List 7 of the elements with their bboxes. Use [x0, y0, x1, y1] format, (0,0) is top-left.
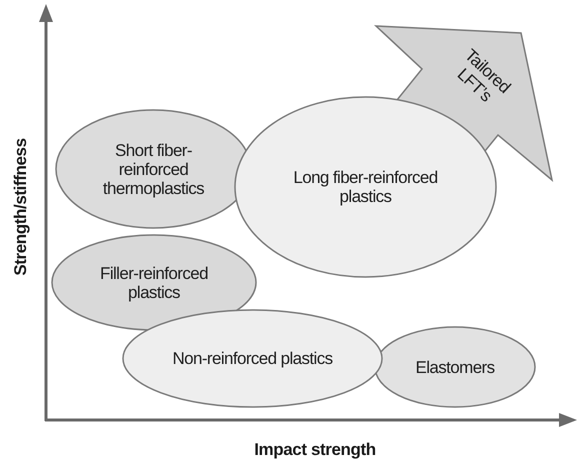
material-label: Non-reinforced plastics [172, 349, 333, 368]
axis-title: Strength/stiffness [11, 138, 31, 276]
material-label: Elastomers [415, 358, 495, 376]
material-label: Filler-reinforced plastics [99, 264, 209, 302]
axis-title: Impact strength [254, 440, 376, 460]
material-label: Long fiber-reinforced plastics [292, 168, 439, 206]
material-label: Short fiber-reinforced thermoplastics [102, 140, 206, 198]
